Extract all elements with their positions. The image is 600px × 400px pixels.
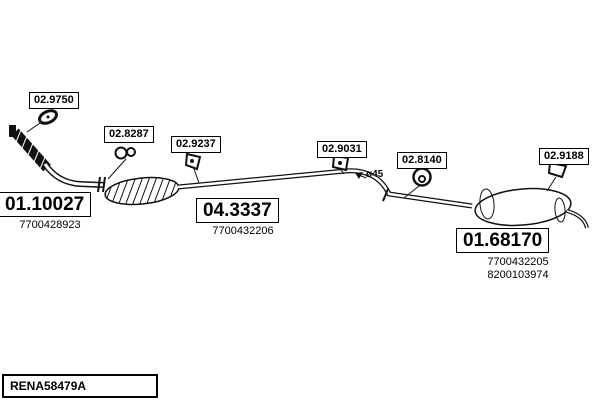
bracket-icon-9188 — [546, 161, 568, 192]
front-pipe — [42, 162, 106, 193]
oem-ref-rear-muffler-2: 8200103974 — [487, 269, 549, 281]
flex-pipe — [11, 128, 51, 172]
catalytic-converter — [103, 174, 181, 207]
bracket-icon-9237 — [184, 152, 202, 184]
rear-muffler — [474, 187, 572, 227]
oem-ref-rear-muffler-1: 7700432205 — [487, 256, 549, 268]
part-label-02-9237[interactable]: 02.9237 — [171, 136, 221, 153]
part-label-02-8287[interactable]: 02.8287 — [104, 126, 154, 143]
oem-ref-middle-pipe: 7700432206 — [212, 225, 274, 237]
section-code-rear-muffler[interactable]: 01.68170 — [456, 228, 550, 253]
clamp-icon — [107, 146, 136, 180]
middle-pipe — [177, 168, 473, 209]
diameter-annotation: ø45 — [366, 169, 384, 180]
part-label-02-9031[interactable]: 02.9031 — [317, 141, 367, 158]
section-code-middle-pipe[interactable]: 04.3337 — [196, 198, 279, 223]
section-code-front-pipe[interactable]: 01.10027 — [0, 192, 92, 217]
gasket-icon — [26, 109, 58, 133]
part-label-02-8140[interactable]: 02.8140 — [397, 152, 447, 169]
diameter-arrow — [355, 172, 367, 179]
part-label-02-9188[interactable]: 02.9188 — [539, 148, 589, 165]
tail-pipe — [566, 209, 589, 229]
oem-ref-front-pipe: 7700428923 — [19, 219, 81, 231]
drawing-reference: RENA58479A — [2, 374, 158, 398]
rubber-mount-icon — [403, 167, 432, 199]
front-flange — [9, 125, 16, 137]
part-label-02-9750[interactable]: 02.9750 — [29, 92, 79, 109]
